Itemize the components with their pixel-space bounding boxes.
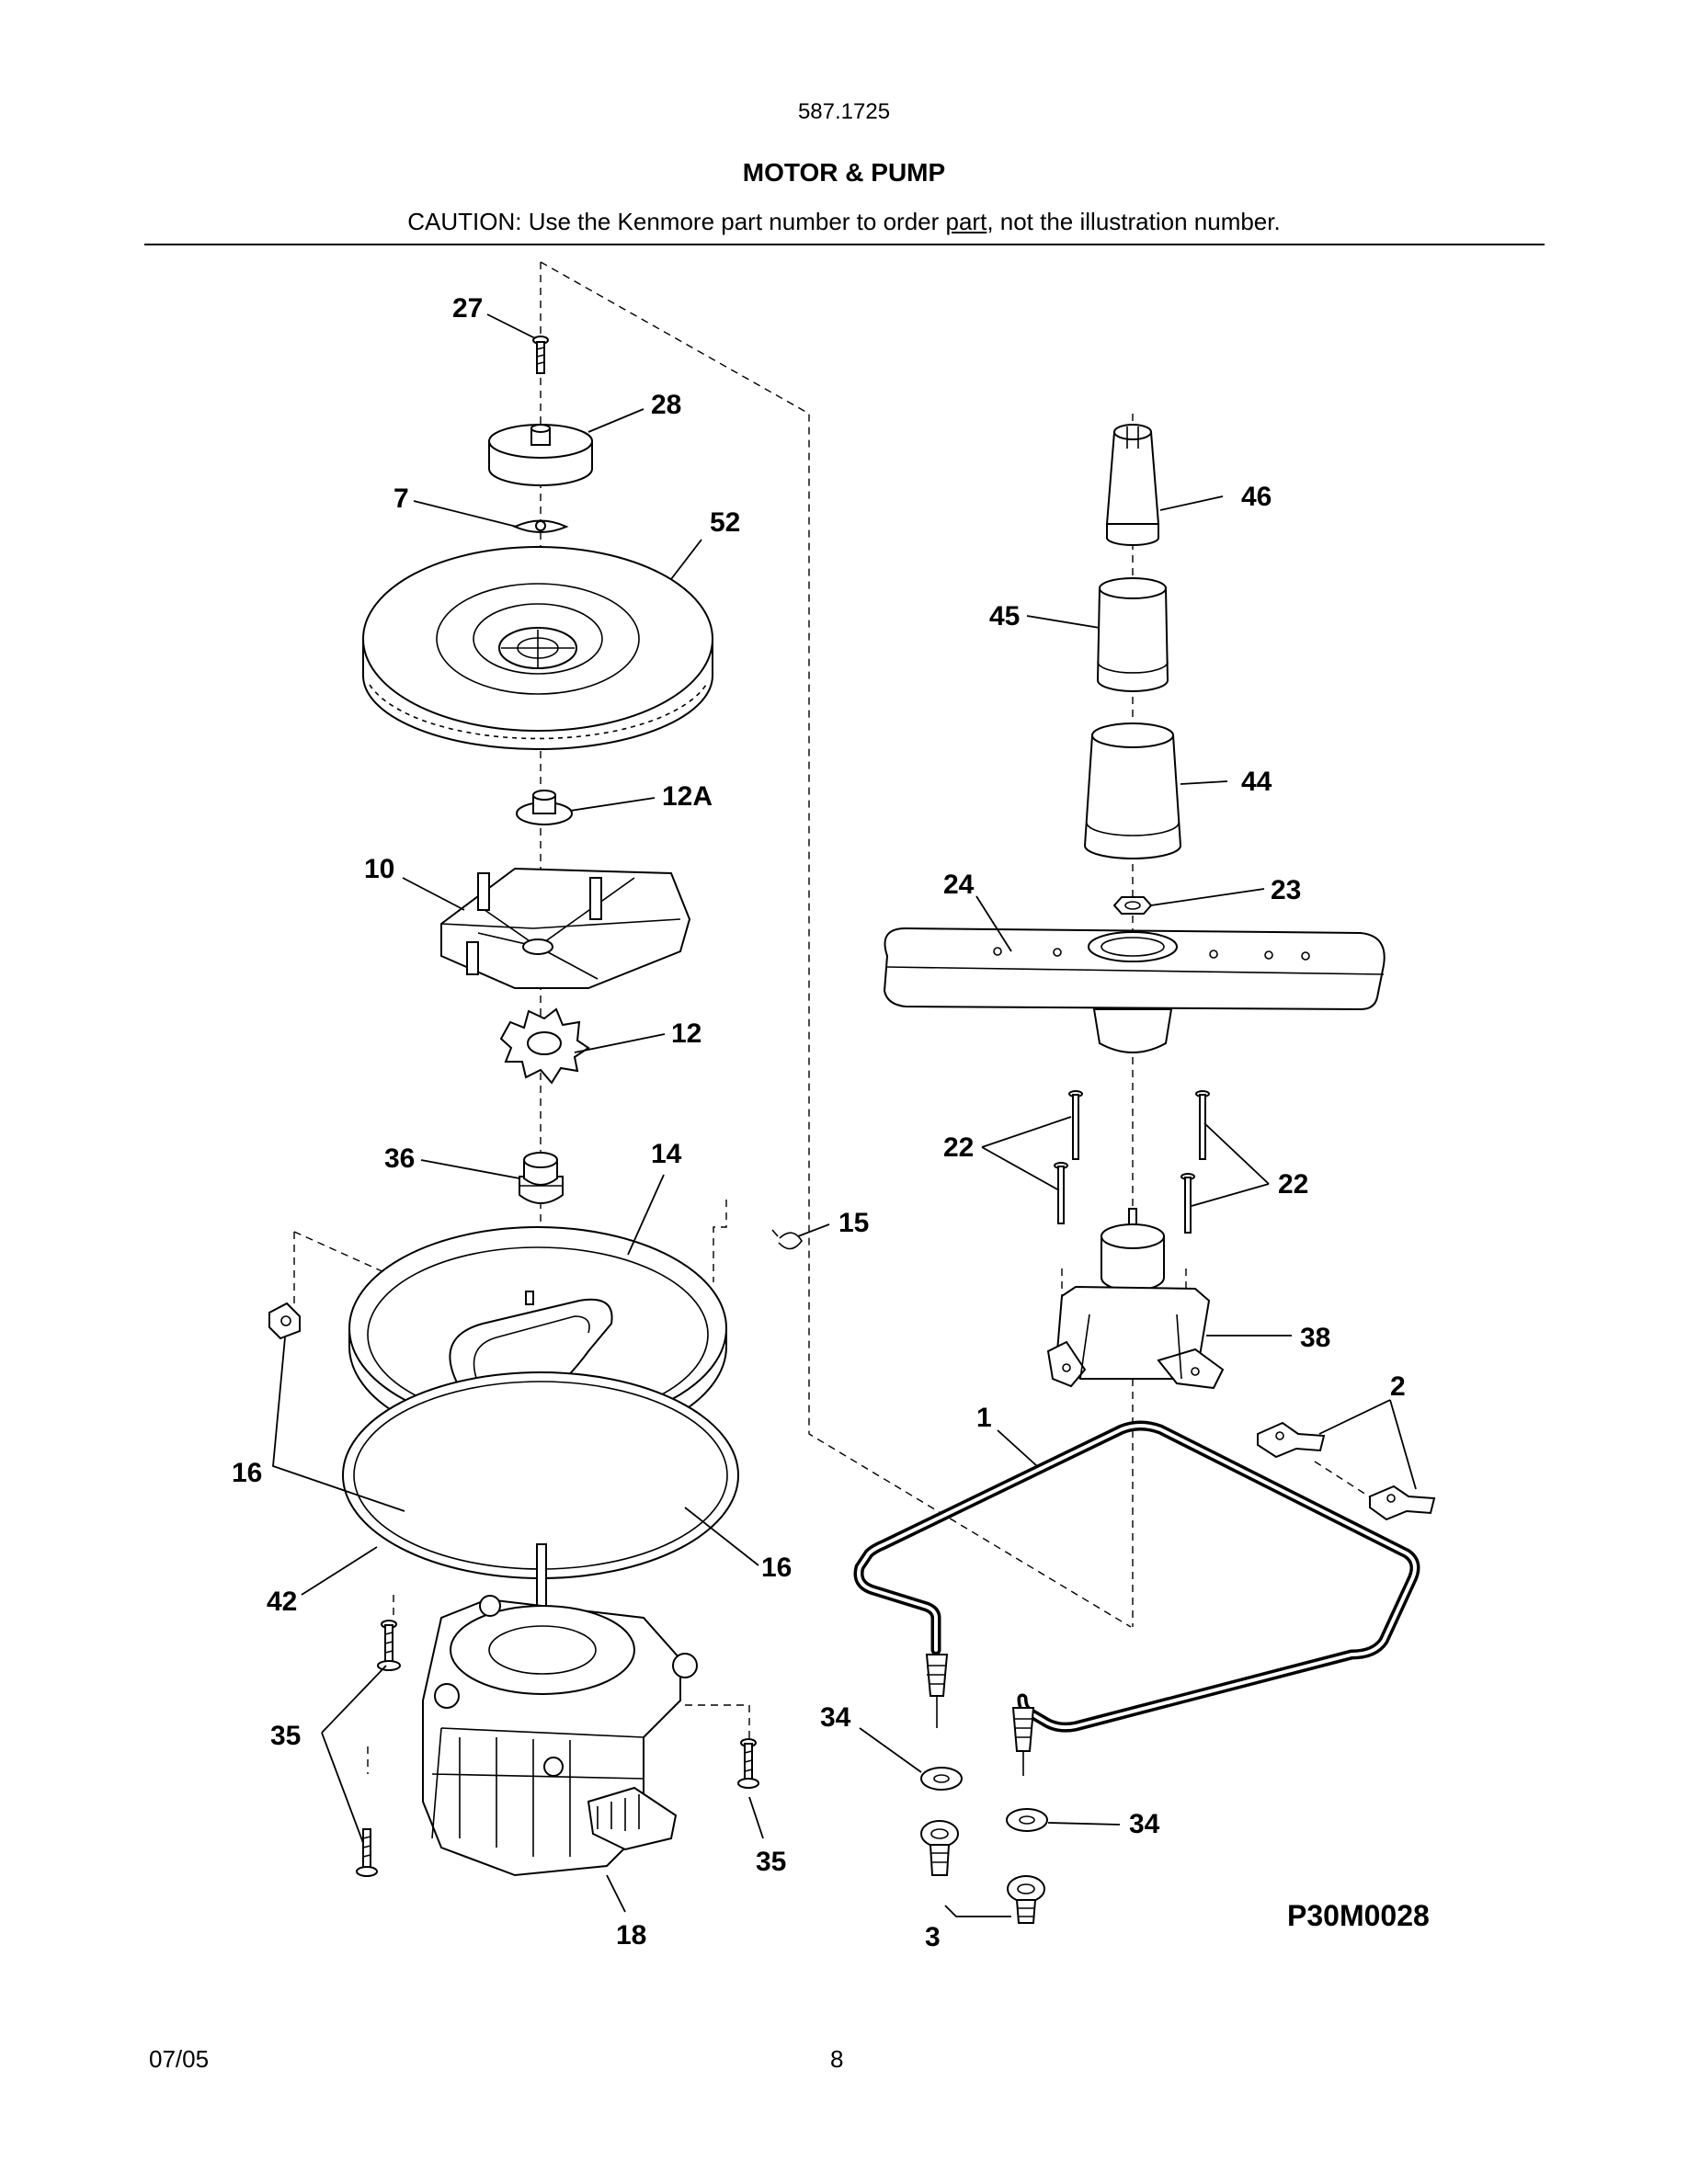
callout-28: 28: [651, 390, 681, 420]
callout-15: 15: [838, 1208, 869, 1238]
part-35-screw-bottom: [356, 1828, 378, 1877]
callout-1: 1: [976, 1403, 992, 1433]
callout-22-right: 22: [1278, 1169, 1308, 1200]
part-12-impeller: [499, 1007, 590, 1085]
part-45-tube: [1096, 577, 1169, 692]
diagram-code: P30M0028: [1287, 1899, 1430, 1932]
callout-10: 10: [364, 854, 394, 884]
callout-34-left: 34: [820, 1702, 851, 1733]
part-46-tube: [1105, 424, 1160, 546]
part-22-screw-c: [1195, 1090, 1210, 1160]
callout-35-left: 35: [270, 1721, 301, 1751]
part-34-washer-right: [1006, 1808, 1048, 1832]
part-16-bracket-left: [268, 1302, 301, 1340]
part-44-tube: [1083, 722, 1182, 859]
part-28-impeller-hub: [488, 424, 593, 486]
part-22-screw-d: [1180, 1173, 1195, 1234]
part-22-screw-b: [1054, 1162, 1068, 1224]
callout-36: 36: [384, 1143, 415, 1174]
callout-14: 14: [651, 1139, 682, 1169]
caution-text: CAUTION: Use the Kenmore part number to …: [0, 208, 1688, 236]
callout-42: 42: [267, 1587, 297, 1617]
callout-27: 27: [452, 293, 483, 324]
callout-3: 3: [925, 1922, 941, 1952]
part-2-clip-lower: [1369, 1484, 1436, 1521]
callout-52: 52: [710, 507, 740, 538]
model-number: 587.1725: [797, 99, 891, 124]
callout-labels: 27 28 7 52 12A 10 12 36 14 15 16 16 42 3…: [232, 293, 1430, 1952]
part-22-screw-a: [1068, 1090, 1083, 1160]
part-36-seal: [519, 1152, 564, 1204]
part-24-spray-arm: [883, 927, 1386, 1053]
callout-34-right: 34: [1129, 1809, 1160, 1839]
part-2-clip-upper: [1257, 1421, 1326, 1459]
callout-45: 45: [989, 601, 1020, 631]
part-35-screw-top: [377, 1620, 401, 1671]
part-12A-seal: [516, 790, 573, 825]
part-35-screw-right: [737, 1738, 759, 1789]
page-title: MOTOR & PUMP: [742, 158, 946, 187]
part-38-manifold: [1046, 1208, 1225, 1390]
callout-23: 23: [1271, 875, 1301, 905]
part-1-heating-element: [853, 1420, 1420, 1776]
part-7-clip: [512, 519, 569, 533]
footer-date: 07/05: [149, 2045, 210, 2073]
leader-lines: [272, 313, 1417, 1917]
callout-16-left: 16: [232, 1458, 262, 1488]
caution-prefix: CAUTION: Use the Kenmore part number to …: [407, 208, 946, 235]
callout-46: 46: [1241, 482, 1272, 512]
part-34-washer-left: [920, 1767, 963, 1791]
part-3-nut-left: [920, 1820, 959, 1876]
callout-18: 18: [616, 1920, 646, 1951]
part-27-screw: [532, 336, 549, 374]
caution-underlined-word: part: [945, 208, 987, 235]
part-18-motor: [422, 1543, 698, 1877]
part-10-pump-housing: [440, 867, 691, 989]
callout-44: 44: [1241, 767, 1272, 797]
part-23-nut: [1112, 896, 1153, 915]
header-divider: [144, 244, 1545, 245]
callout-7: 7: [393, 483, 409, 514]
part-3-nut-right: [1007, 1875, 1045, 1924]
callout-16-right: 16: [761, 1553, 792, 1583]
callout-24: 24: [943, 870, 975, 900]
callout-12: 12: [671, 1018, 701, 1049]
caution-suffix: , not the illustration number.: [987, 208, 1281, 235]
callout-12A: 12A: [662, 781, 713, 812]
part-15-clip: [771, 1229, 803, 1250]
callout-22-left: 22: [943, 1132, 974, 1163]
page-number: 8: [830, 2045, 844, 2073]
callout-35-right: 35: [756, 1847, 786, 1877]
callout-38: 38: [1300, 1323, 1330, 1353]
part-52-gear-wheel: [362, 546, 713, 750]
callout-2: 2: [1390, 1371, 1406, 1402]
